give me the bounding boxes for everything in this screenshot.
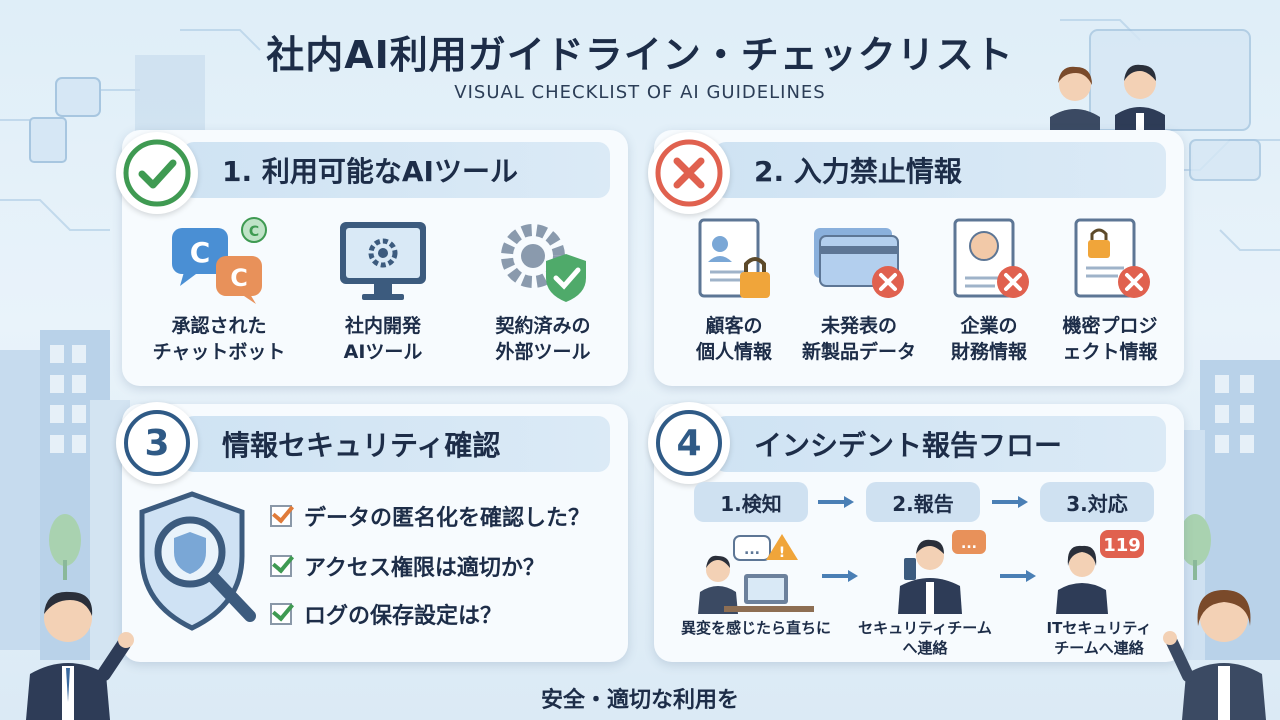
section-security-check: 情報セキュリティ確認 3 データの匿名化を確認した？ アクセス権限は適切か？ ロ… — [116, 402, 628, 662]
flow-caption-detect: 異変を感じたら直ちに — [680, 619, 831, 637]
flow-step-respond: 3.対応 — [1040, 482, 1154, 522]
section3-heading: 情報セキュリティ確認 — [182, 416, 610, 472]
section2-heading: 2. 入力禁止情報 — [714, 142, 1166, 198]
tool-item-internal-ai: 社内開発 AIツール — [308, 216, 458, 365]
prohibited-item-product: 未発表の 新製品データ — [794, 216, 924, 365]
arrow-right-icon — [822, 570, 858, 582]
page-title: 社内AI利用ガイドライン・チェックリスト — [266, 33, 1014, 77]
section-available-tools: 1. 利用可能なAIツール C C C 承認された チャットボット 社内開発 A… — [116, 130, 628, 386]
arrow-right-icon — [1000, 570, 1036, 582]
shield-magnifier-icon — [139, 491, 256, 631]
footer-slogan: 安全・適切な利用を — [540, 688, 739, 713]
it-staff-icon: 119 — [1056, 530, 1144, 614]
locked-profile-doc-icon — [698, 218, 770, 298]
man-waving-illustration — [26, 591, 134, 720]
flow-caption-respond: ITセキュリティ チームへ連絡 — [1046, 619, 1152, 658]
employee-at-desk-icon: ... ! — [698, 534, 814, 614]
check-anonymize[interactable]: データの匿名化を確認した？ — [270, 500, 590, 532]
prohibited-item-finance: 企業の 財務情報 — [934, 216, 1044, 365]
arrow-right-icon — [818, 496, 854, 508]
two-staff-illustration — [1050, 64, 1165, 135]
profile-doc-x-icon — [953, 218, 1029, 298]
section-prohibited-info: 2. 入力禁止情報 顧客の 個人情報 未発表の 新製品データ — [648, 130, 1184, 386]
monitor-gear-icon — [340, 222, 426, 300]
number-badge-3: 3 — [116, 402, 198, 484]
checkbox-icon[interactable] — [270, 505, 292, 527]
svg-text:C: C — [230, 264, 248, 292]
prohibited-item-customer: 顧客の 個人情報 — [674, 216, 794, 365]
locked-doc-x-icon — [1074, 218, 1150, 298]
prohibited-item-project: 機密プロジ ェクト情報 — [1050, 216, 1170, 365]
tool-item-chatbot: C C C 承認された チャットボット — [144, 216, 294, 365]
svg-text:...: ... — [961, 536, 977, 552]
flow-step-detect: 1.検知 — [694, 482, 808, 522]
chat-bubbles-icon: C C C — [172, 217, 267, 304]
tool-item-external: 契約済みの 外部ツール — [468, 216, 618, 365]
section1-heading: 1. 利用可能なAIツール — [182, 142, 610, 198]
checkbox-icon[interactable] — [270, 555, 292, 577]
woman-pointing-illustration — [1163, 590, 1266, 720]
svg-text:...: ... — [744, 542, 760, 558]
flow-step-report: 2.報告 — [866, 482, 980, 522]
flow-caption-report: セキュリティチーム へ連絡 — [858, 619, 992, 658]
section-incident-flow: インシデント報告フロー 4 1.検知 2.報告 3.対応 ... ! ... 1… — [648, 402, 1184, 662]
check-access-rights[interactable]: アクセス権限は適切か？ — [270, 550, 545, 582]
credit-card-x-icon — [814, 228, 904, 298]
check-log-settings[interactable]: ログの保存設定は？ — [270, 598, 502, 630]
svg-text:!: ! — [779, 545, 785, 561]
red-x-icon — [648, 132, 730, 214]
section4-heading: インシデント報告フロー — [714, 416, 1166, 472]
number-badge-4: 4 — [648, 402, 730, 484]
gear-shield-icon — [501, 224, 586, 302]
page-subtitle: VISUAL CHECKLIST OF AI GUIDELINES — [454, 82, 826, 103]
phone-number-label: 119 — [1103, 535, 1141, 556]
employee-phone-icon: ... — [898, 530, 986, 614]
svg-text:C: C — [190, 236, 211, 269]
checkbox-icon[interactable] — [270, 603, 292, 625]
green-check-icon — [116, 132, 198, 214]
svg-text:C: C — [249, 224, 259, 240]
arrow-right-icon — [992, 496, 1028, 508]
